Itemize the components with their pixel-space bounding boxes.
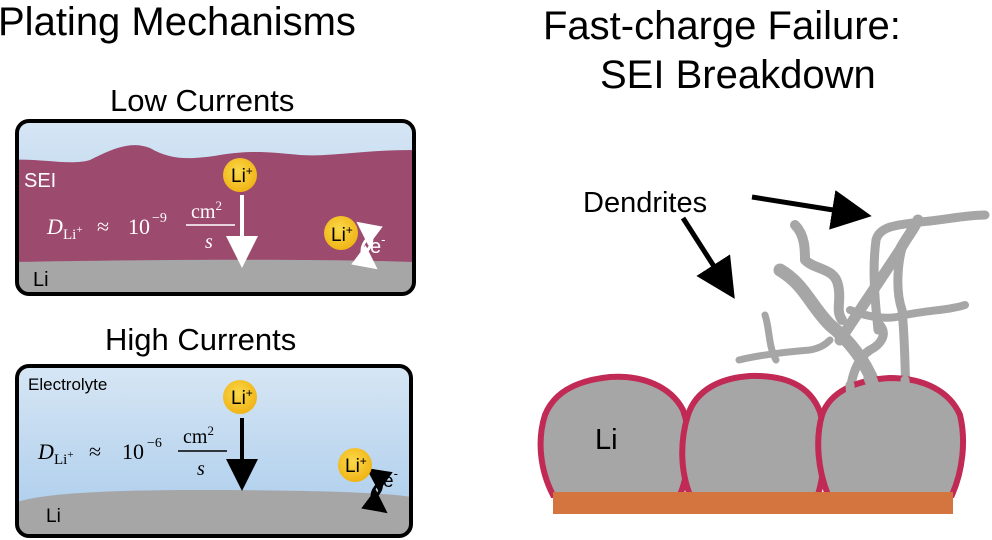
electron-label: e- <box>370 232 385 258</box>
eq-subscript: Li+ <box>63 224 83 243</box>
high-currents-frame <box>15 364 413 538</box>
svg-text:−6: −6 <box>147 436 162 451</box>
svg-text:≈: ≈ <box>89 439 101 464</box>
li-particle <box>815 374 966 498</box>
ion-label: Li+ <box>331 223 353 246</box>
li-metal-label: Li <box>46 506 61 527</box>
svg-text:D: D <box>46 214 63 239</box>
low-currents-heading: Low Currents <box>110 83 295 118</box>
low-currents-frame <box>15 119 416 296</box>
lithium-metal <box>17 259 414 294</box>
low-diffusion-equation: D Li+ ≈ 10 −9 cm2 s <box>46 198 235 253</box>
high-currents-heading: High Currents <box>105 322 297 357</box>
dendrites-label: Dendrites <box>583 187 707 219</box>
lithium-metal <box>17 490 411 536</box>
electron-label: e- <box>383 466 398 492</box>
sei-layer <box>17 145 414 270</box>
svg-text:D: D <box>37 439 54 464</box>
dendrite-arrow-icon <box>680 216 735 299</box>
svg-text:10: 10 <box>128 214 150 239</box>
li-particle <box>679 372 828 498</box>
electron-return-arrow-icon <box>351 236 378 270</box>
svg-text:s: s <box>205 231 213 253</box>
current-collector <box>553 492 953 514</box>
dendrite-roots <box>845 371 911 407</box>
ion-label: Li+ <box>231 164 253 187</box>
right-panel-title-line2: SEI Breakdown <box>600 53 876 97</box>
svg-text:−9: −9 <box>152 211 167 226</box>
high-diffusion-equation: D Li+ ≈ 10 −6 cm2 s <box>37 423 227 480</box>
left-panel-title: Plating Mechanisms <box>0 0 356 44</box>
dendrite-arrow-icon <box>751 190 872 230</box>
eq-numerator: cm2 <box>191 198 222 223</box>
electron-return-arrow-icon <box>361 482 388 514</box>
sei-label: SEI <box>24 170 56 192</box>
low-currents-panel <box>17 121 414 294</box>
dendrites <box>735 210 990 405</box>
li-ion-icon <box>338 448 372 482</box>
right-panel-title-line1: Fast-charge Failure: <box>543 4 901 48</box>
ion-label: Li+ <box>345 454 367 477</box>
li-ion-icon <box>324 216 358 250</box>
electrolyte-label: Electrolyte <box>28 375 107 394</box>
svg-text:≈: ≈ <box>97 214 109 239</box>
li-ion-icon <box>223 380 257 414</box>
svg-text:s: s <box>197 458 205 480</box>
li-ion-icon <box>223 158 257 192</box>
eq-numerator: cm2 <box>183 423 214 448</box>
svg-text:10: 10 <box>122 439 144 464</box>
li-metal-label: Li <box>33 269 49 291</box>
eq-subscript: Li+ <box>54 449 74 468</box>
ion-label: Li+ <box>231 386 253 409</box>
li-particle-label: Li <box>595 424 618 456</box>
